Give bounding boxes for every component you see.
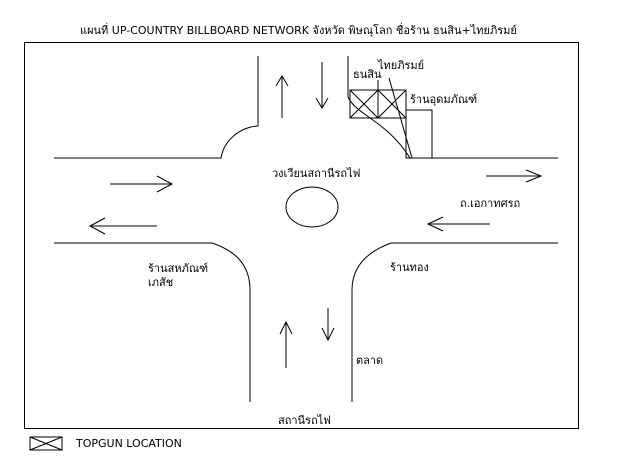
arrow-up-bottom: [279, 320, 293, 368]
legend-label: TOPGUN LOCATION: [76, 437, 182, 450]
label-station: สถานีรถไฟ: [278, 414, 331, 427]
arrow-left-left: [88, 217, 157, 235]
arrow-right-right: [486, 169, 543, 183]
label-sahaphan: ร้านสหภัณฑ์ เภสัช: [148, 262, 209, 289]
label-thong: ร้านทอง: [390, 261, 429, 274]
arrow-up-top: [275, 75, 289, 118]
road-edge-bottom-right: [351, 242, 558, 402]
label-thanasin: ธนสิน: [353, 68, 382, 81]
arrow-down-bottom: [321, 308, 335, 342]
arrow-right-left: [110, 175, 174, 193]
topgun-location-markers: [349, 77, 413, 159]
label-road-ekathotsarot: ถ.เอกาทศรถ: [460, 197, 521, 210]
road-edge-top-right: [347, 56, 558, 159]
road-edge-top-left: [54, 56, 259, 159]
traffic-arrows: [88, 62, 543, 368]
map-title: แผนที่ UP-COUNTRY BILLBOARD NETWORK จังห…: [80, 24, 517, 37]
label-udomphan: ร้านอุดมภัณฑ์: [410, 93, 478, 106]
shop-udomphan-building: [405, 109, 433, 159]
label-roundabout: วงเวียนสถานีรถไฟ: [272, 167, 361, 180]
label-thaiphirom: ไทยภิรมย์: [378, 59, 425, 72]
arrow-down-top: [315, 62, 329, 109]
map-frame: [24, 42, 579, 429]
road-edge-bottom-left: [54, 242, 251, 402]
cross-box-icon: [29, 436, 63, 451]
roundabout-island: [285, 186, 339, 228]
arrow-left-right: [426, 216, 490, 232]
label-market: ตลาด: [356, 354, 384, 367]
